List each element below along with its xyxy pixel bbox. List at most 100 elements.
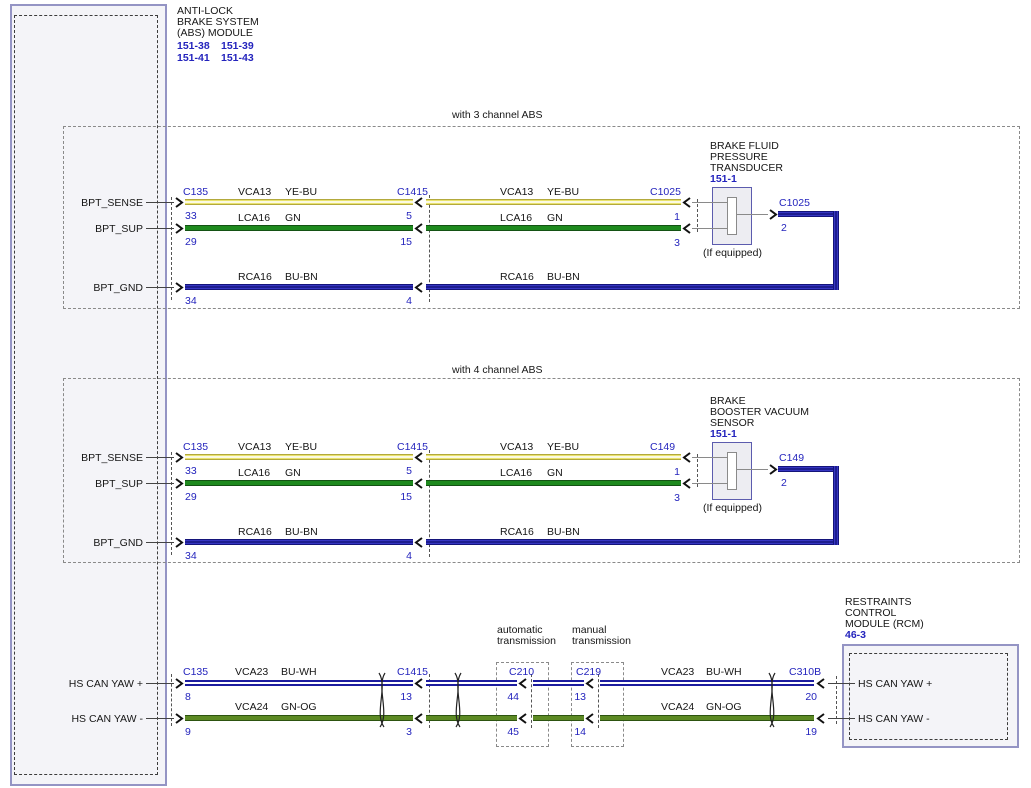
wire-vca23-buwh (426, 680, 517, 686)
twisted-pair-icon (454, 672, 462, 728)
wire-return-stub (778, 211, 835, 217)
arrow-right-icon (175, 197, 184, 208)
section-4channel-title: with 4 channel ABS (452, 364, 543, 376)
component-name-line3: SENSOR (710, 417, 755, 429)
connector-c219-boundary (598, 674, 599, 728)
rcm-title-line3: MODULE (RCM) (845, 618, 924, 630)
component-name-line2: BOOSTER VACUUM (710, 406, 809, 418)
arrow-left-icon (585, 713, 594, 724)
pin-number: 13 (400, 691, 412, 703)
arrow-right-icon (175, 537, 184, 548)
circuit-label: RCA16 (238, 271, 272, 283)
pin-number: 15 (400, 236, 412, 248)
component-name-line1: BRAKE (710, 395, 746, 407)
wire-color-label: GN-OG (706, 701, 742, 713)
abs-page-ref: 151-41 (177, 52, 210, 64)
wire-color-label: YE-BU (547, 441, 580, 453)
connector-c1415-boundary (429, 674, 430, 728)
pin-number: 4 (406, 295, 412, 307)
circuit-label: LCA16 (500, 212, 533, 224)
manual-transmission-dashed-box (571, 662, 624, 747)
automatic-transmission-dashed-box (496, 662, 549, 747)
pin-number: 2 (781, 477, 787, 489)
pin-number: 5 (406, 465, 412, 477)
arrow-left-icon (816, 713, 825, 724)
wire-return-stub (778, 466, 835, 472)
wire-return-vertical (833, 466, 839, 545)
signal-label: BPT_SENSE (81, 197, 143, 209)
component-name-line2: PRESSURE (710, 151, 768, 163)
circuit-label: VCA24 (661, 701, 695, 713)
arrow-right-icon (769, 464, 778, 475)
pin-number: 29 (185, 236, 197, 248)
circuit-label: VCA13 (500, 186, 534, 198)
pin-number: 4 (406, 550, 412, 562)
component-lead (735, 214, 768, 215)
abs-title-line1: ANTI-LOCK (177, 5, 234, 17)
section-3channel-dashed-box (63, 126, 1020, 309)
wire-color-label: GN (285, 212, 301, 224)
connector-label: C1025 (650, 186, 681, 198)
arrow-left-icon (414, 678, 423, 689)
pin-number: 19 (805, 726, 817, 738)
signal-label: HS CAN YAW + (68, 678, 143, 690)
wire-lca16-gn (185, 225, 413, 231)
pin-number: 34 (185, 550, 197, 562)
pin-number: 33 (185, 465, 197, 477)
circuit-label: VCA13 (238, 186, 272, 198)
arrow-right-icon (175, 223, 184, 234)
component-contact-bar (727, 197, 737, 235)
arrow-left-icon (414, 537, 423, 548)
if-equipped-note: (If equipped) (703, 502, 762, 514)
signal-label: HS CAN YAW - (71, 713, 143, 725)
twisted-pair-icon (768, 672, 776, 728)
pin-number: 13 (574, 691, 586, 703)
wire-color-label: GN-OG (281, 701, 317, 713)
pin-number: 33 (185, 210, 197, 222)
rcm-title-line2: CONTROL (845, 607, 897, 619)
wire-rca16-bubn (426, 284, 839, 290)
if-equipped-note: (If equipped) (703, 247, 762, 259)
arrow-left-icon (414, 197, 423, 208)
abs-page-ref: 151-38 (177, 40, 210, 52)
wire-color-label: BU-WH (281, 666, 317, 678)
wire-color-label: BU-BN (285, 271, 318, 283)
arrow-left-icon (518, 713, 527, 724)
rcm-title-line1: RESTRAINTS (845, 596, 912, 608)
wire-vca24-gnog (426, 715, 517, 721)
wire-color-label: BU-BN (285, 526, 318, 538)
connector-c135-boundary (171, 197, 172, 300)
rcm-signal-label: HS CAN YAW - (858, 713, 930, 725)
abs-title-line3: (ABS) MODULE (177, 27, 253, 39)
abs-page-ref: 151-39 (221, 40, 254, 52)
rcm-signal-label: HS CAN YAW + (858, 678, 933, 690)
connector-c310b-boundary (836, 676, 837, 724)
section-4channel-dashed-box (63, 378, 1020, 563)
arrow-right-icon (175, 452, 184, 463)
component-page-ref: 151-1 (710, 428, 737, 440)
wire-color-label: YE-BU (547, 186, 580, 198)
arrow-left-icon (518, 678, 527, 689)
auto-trans-label-line2: transmission (497, 635, 556, 647)
connector-c210-boundary (531, 674, 532, 728)
abs-page-ref: 151-43 (221, 52, 254, 64)
arrow-left-icon (414, 478, 423, 489)
component-lead (692, 202, 727, 203)
lead-line (146, 228, 174, 229)
connector-label: C149 (650, 441, 676, 453)
component-lead (735, 469, 768, 470)
pin-number: 15 (400, 491, 412, 503)
connector-label: C310B (789, 666, 822, 678)
signal-label: BPT_GND (93, 282, 143, 294)
pin-number: 14 (574, 726, 586, 738)
wire-vca24-gnog (533, 715, 584, 721)
arrow-left-icon (414, 452, 423, 463)
wire-color-label: BU-BN (547, 526, 580, 538)
wire-vca24-gnog (185, 715, 413, 721)
lead-line (146, 718, 174, 719)
wire-rca16-bubn (185, 284, 413, 290)
pin-number: 5 (406, 210, 412, 222)
wire-color-label: GN (547, 212, 563, 224)
section-3channel-title: with 3 channel ABS (452, 109, 543, 121)
pin-number: 3 (674, 237, 680, 249)
